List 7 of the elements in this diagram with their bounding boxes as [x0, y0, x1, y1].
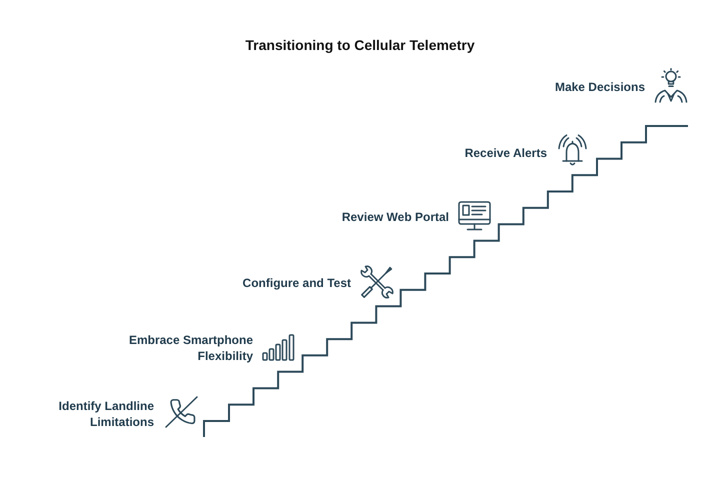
title: Transitioning to Cellular Telemetry: [245, 37, 475, 53]
step-label: Configure and Test: [242, 275, 351, 291]
step-label: Receive Alerts: [464, 145, 547, 161]
step-label: Make Decisions: [554, 79, 645, 95]
step-label: Review Web Portal: [342, 209, 449, 225]
step-label: Identify Landline Limitations: [58, 398, 154, 430]
step-label: Embrace Smartphone Flexibility: [128, 332, 253, 364]
